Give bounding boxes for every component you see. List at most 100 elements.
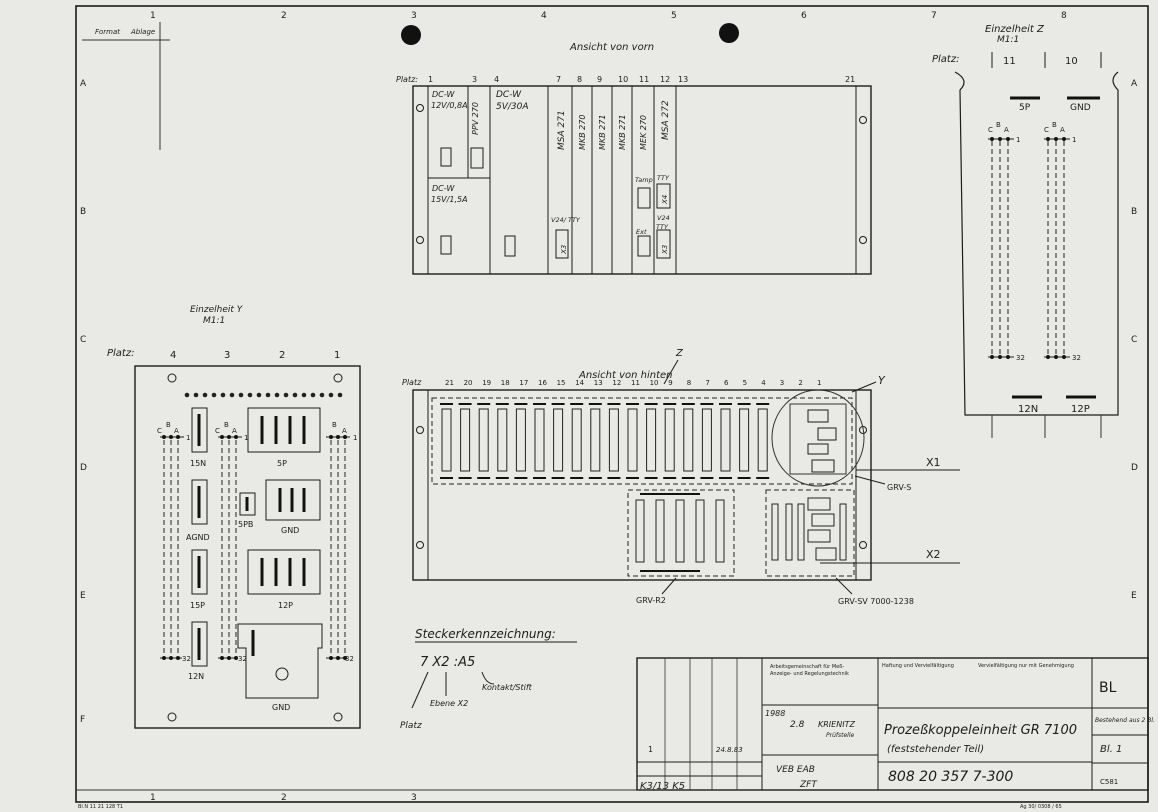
- detail-z-label-5p: 5P: [1019, 103, 1031, 113]
- back-slot-connector: [720, 408, 731, 472]
- legend-code: 7 X2 :A5: [420, 655, 475, 670]
- grid-row-D: D: [80, 463, 87, 473]
- board-hole: [247, 392, 253, 398]
- detail-z-pin-1-right: 1: [1072, 136, 1076, 144]
- y-pin-32-2: 32: [238, 655, 247, 663]
- back-platz-label: Platz: [402, 378, 422, 387]
- grid-col-3-bottom: 3: [411, 793, 417, 803]
- back-slot-7: 7: [705, 379, 709, 387]
- legend-ebene: Ebene X2: [430, 699, 468, 708]
- tb-bottom-code: K3/13 K5: [640, 781, 685, 792]
- grid-col-6: 6: [801, 11, 807, 21]
- grid-row-A: A: [80, 79, 87, 89]
- detail-y: Einzelheit Y M1:1 Platz: 4 3 2 1 C B A 1…: [107, 305, 361, 729]
- tb-small-3: Haftung und Vervielfältigung: [882, 663, 954, 669]
- conn-12n: 12N: [188, 672, 204, 681]
- detail-z-pin-b: B: [996, 121, 1001, 129]
- detail-y-board: [134, 365, 361, 729]
- label-tty: TTY: [657, 174, 670, 182]
- back-slot-9: 9: [668, 379, 672, 387]
- y-pin-one-3: 1: [353, 434, 357, 442]
- conn-agnd: AGND: [186, 533, 210, 542]
- back-slot-5: 5: [743, 379, 747, 387]
- detail-z-pin-a2: A: [1060, 126, 1065, 134]
- punch-hole-left: [401, 25, 421, 45]
- back-slot-20: 20: [464, 379, 473, 387]
- label-x1: X1: [926, 456, 941, 469]
- tb-sheet-no: Bl. 1: [1100, 744, 1122, 755]
- board-hole: [202, 392, 208, 398]
- grid-row-A-right: A: [1131, 79, 1138, 89]
- y-pin-32-1: 32: [182, 655, 191, 663]
- detail-y-platz-2: 2: [279, 350, 285, 361]
- front-slot-10: 10: [618, 75, 628, 84]
- corner-header: Format Ablage: [82, 22, 170, 150]
- back-slot-connector: [553, 408, 564, 472]
- grv-r2-slot: [635, 499, 645, 563]
- connector-x4: [656, 183, 671, 209]
- back-slot-connector: [627, 408, 638, 472]
- detail-z-pin-b2: B: [1052, 121, 1057, 129]
- back-slot-connector: [646, 408, 657, 472]
- module-dcw-5v-name: DC-W: [496, 90, 522, 100]
- conn-5pb: 5PB: [238, 520, 253, 529]
- footer-left: Bl.N 11 21 128 T1: [78, 804, 123, 810]
- detail-z-platz-10: 10: [1065, 56, 1078, 67]
- board-hole: [301, 392, 307, 398]
- tb-name: KRIENITZ: [818, 720, 855, 729]
- board-hole: [220, 392, 226, 398]
- front-view-title: Ansicht von vorn: [569, 42, 654, 53]
- detail-z-scale: M1:1: [997, 35, 1019, 45]
- front-slot-7: 7: [556, 75, 561, 84]
- conn-gnd-b: GND: [272, 703, 290, 712]
- board-hole: [229, 392, 235, 398]
- tb-number: 808 20 357 7-300: [888, 769, 1013, 785]
- tb-date2: 24.8.83: [716, 746, 743, 754]
- back-marker-y: Y: [878, 374, 886, 387]
- detail-z-pin-1-left: 1: [1016, 136, 1020, 144]
- grid-col-8: 8: [1061, 11, 1067, 21]
- front-view: Ansicht von vorn Platz: 1 3 4 7 8 9 10 1…: [396, 42, 872, 275]
- grid-col-3: 3: [411, 11, 417, 21]
- detail-z-title: Einzelheit Z: [985, 24, 1045, 35]
- tb-small-1: Arbeitsgemeinschaft für Meß-: [770, 664, 844, 670]
- label-tty-b: TTY: [656, 223, 669, 231]
- grid-col-7: 7: [931, 11, 937, 21]
- board-hole: [265, 392, 271, 398]
- conn-gnd-a: GND: [281, 526, 299, 535]
- board-hole: [319, 392, 325, 398]
- front-rack-frame: [412, 85, 872, 275]
- tb-index: 1: [648, 745, 653, 754]
- grid-row-C-right: C: [1131, 335, 1137, 345]
- back-slot-17: 17: [519, 379, 528, 387]
- back-slot-16: 16: [538, 379, 547, 387]
- front-slot-21: 21: [845, 75, 855, 84]
- detail-y-platz-4: 4: [170, 350, 176, 361]
- label-ext: Ext: [636, 228, 647, 236]
- conn-12p: 12P: [278, 601, 293, 610]
- grid-row-C: C: [80, 335, 86, 345]
- grid-row-B: B: [80, 207, 86, 217]
- back-slot-11: 11: [631, 379, 640, 387]
- detail-z-platz-label: Platz:: [932, 54, 959, 65]
- detail-z-label-12p: 12P: [1071, 404, 1090, 415]
- front-slot-13: 13: [678, 75, 688, 84]
- module-mkb271-b: MKB 271: [618, 115, 627, 150]
- conn-15p: 15P: [190, 601, 205, 610]
- board-hole: [274, 392, 280, 398]
- module-ppv270: PPV 270: [471, 102, 480, 135]
- y-pin-c-1: C: [157, 427, 162, 435]
- module-dcw-12v-spec: 12V/0,8A: [431, 101, 468, 110]
- back-slot-21: 21: [445, 379, 454, 387]
- y-pin-a-2: A: [232, 427, 237, 435]
- detail-z-pin-a: A: [1004, 126, 1009, 134]
- module-mek270: MEK 270: [639, 115, 648, 150]
- front-slot-1: 1: [428, 75, 433, 84]
- grid-col-2: 2: [281, 11, 287, 21]
- y-pin-a-1: A: [174, 427, 179, 435]
- tb-title: Prozeßkoppeleinheit GR 7100: [884, 723, 1077, 738]
- grid-row-E-right: E: [1131, 591, 1137, 601]
- module-mkb270: MKB 270: [578, 115, 587, 150]
